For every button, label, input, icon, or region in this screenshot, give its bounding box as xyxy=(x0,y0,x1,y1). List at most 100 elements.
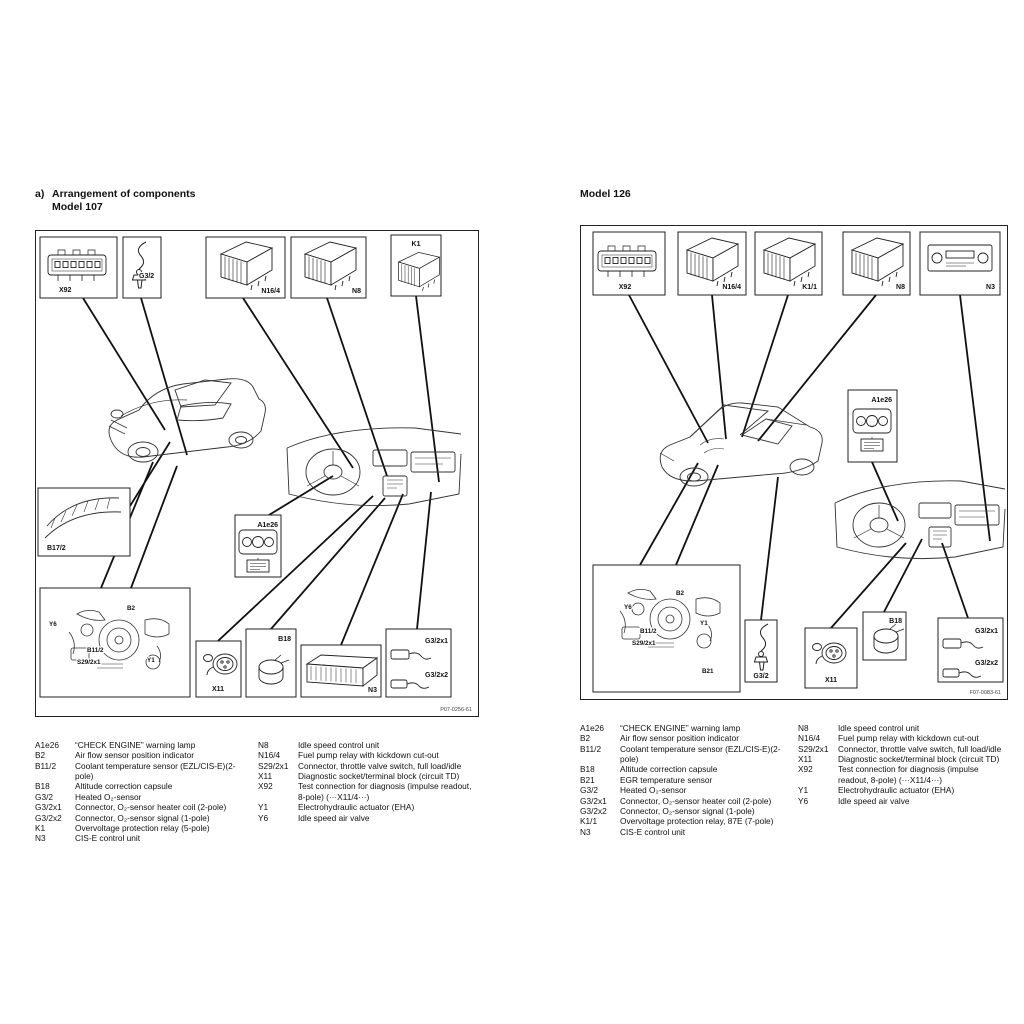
component-code: X11 xyxy=(258,771,273,782)
callout-g32x-107: G3/2x1 G3/2x2 xyxy=(385,628,452,698)
component-description: Idle speed control unit xyxy=(298,740,380,750)
callout-b18-126: B18 xyxy=(862,611,907,661)
label-y6: Y6 xyxy=(624,604,632,611)
component-code: X92 xyxy=(258,781,273,792)
component-description: Idle speed air valve xyxy=(298,812,370,823)
component-description: Connector, O₂-sensor signal (1-pole) xyxy=(620,805,755,816)
diagram-border-107 xyxy=(35,230,479,717)
component-code: K1/1 xyxy=(580,816,598,827)
component-description: Fuel pump relay with kickdown cut-out xyxy=(298,750,439,761)
component-code: G3/2 xyxy=(35,791,53,802)
model-107-section: a)Arrangement of components Model 107 xyxy=(35,188,480,844)
label-g32: G3/2 xyxy=(139,273,154,280)
callout-x92-107: X92 xyxy=(39,236,118,299)
component-description: Air flow sensor position indicator xyxy=(75,750,194,761)
car-illustration-126 xyxy=(659,402,823,487)
label-n3: N3 xyxy=(986,284,995,291)
model-title-107: Model 107 xyxy=(52,201,103,213)
section-heading: a)Arrangement of components Model 107 xyxy=(35,188,480,214)
label-n164: N16/4 xyxy=(722,284,741,291)
component-code: S29/2x1 xyxy=(258,760,289,771)
label-g32x1: G3/2x1 xyxy=(425,638,448,645)
callout-x11-107: X11 xyxy=(195,640,242,698)
component-code: G3/2x2 xyxy=(35,812,62,823)
label-b18: B18 xyxy=(889,618,902,625)
component-code: N3 xyxy=(580,826,591,837)
component-description: “CHECK ENGINE” warning lamp xyxy=(620,723,741,733)
component-description: Fuel pump relay with kickdown cut-out xyxy=(838,733,979,744)
label-b2: B2 xyxy=(676,590,685,597)
label-b2: B2 xyxy=(127,605,136,612)
component-code: N8 xyxy=(258,740,269,750)
g32x-connectors-illustration xyxy=(390,649,432,689)
legend-row: A1e26 “CHECK ENGINE” warning lamp xyxy=(580,723,790,733)
component-code: A1e26 xyxy=(580,723,604,733)
component-description: Coolant temperature sensor (EZL/CIS-E)(2… xyxy=(620,743,781,765)
component-description: Diagnostic socket/terminal block (circui… xyxy=(838,754,1000,765)
component-description: CIS-E control unit xyxy=(75,833,141,844)
label-x11: X11 xyxy=(825,677,837,684)
component-description: Connector, throttle valve switch, full l… xyxy=(838,743,1002,754)
component-code: B18 xyxy=(580,764,595,775)
callout-k11-126: K1/1 xyxy=(754,231,823,296)
callout-n164-126: N16/4 xyxy=(677,231,747,296)
g32x-connectors-illustration xyxy=(942,638,984,678)
component-description: Electrohydraulic actuator (EHA) xyxy=(838,785,955,796)
callout-n8-107: N8 xyxy=(290,236,367,299)
component-code: N3 xyxy=(35,833,46,844)
callout-a1e26-126: A1e26 xyxy=(847,389,898,463)
legend-row: A1e26 “CHECK ENGINE” warning lamp xyxy=(35,740,250,750)
label-s292x1: S29/2x1 xyxy=(632,640,656,647)
component-description: Idle speed air valve xyxy=(838,795,910,806)
label-n8: N8 xyxy=(896,284,905,291)
component-code: Y1 xyxy=(798,785,809,796)
legend-row: B21 EGR temperature sensor xyxy=(580,775,790,785)
label-g32x2: G3/2x2 xyxy=(425,672,448,679)
dashboard-illustration-107 xyxy=(286,427,462,507)
component-description: Idle speed control unit xyxy=(838,723,920,733)
label-a1e26: A1e26 xyxy=(871,397,892,404)
component-code: B18 xyxy=(35,781,50,792)
callout-g32x-126: G3/2x1 G3/2x2 xyxy=(937,617,1004,683)
component-code: B21 xyxy=(580,774,595,785)
component-code: B11/2 xyxy=(580,743,602,754)
component-code: K1 xyxy=(35,822,46,833)
callout-n3-107: N3 xyxy=(300,644,382,698)
component-code: S29/2x1 xyxy=(798,743,829,754)
legend-row: Y6 Idle speed air valve xyxy=(798,796,1010,806)
callout-g32-126: G3/2 xyxy=(744,619,778,683)
legend-row: N8 Idle speed control unit xyxy=(258,740,480,750)
component-code: A1e26 xyxy=(35,740,59,750)
model-107-diagram: X92 G3/2 N16/4 N8 K1 xyxy=(35,230,479,717)
callout-b172-107: B17/2 xyxy=(37,487,131,557)
component-description: “CHECK ENGINE” warning lamp xyxy=(75,740,196,750)
component-description: Test connection for diagnosis (impulse r… xyxy=(838,764,979,785)
section-letter: a) xyxy=(35,188,45,200)
label-s292x1: S29/2x1 xyxy=(77,659,101,666)
component-code: Y6 xyxy=(798,795,809,806)
model-126-section: Model 126 xyxy=(580,188,1010,837)
component-description: EGR temperature sensor xyxy=(620,774,713,785)
label-g32: G3/2 xyxy=(753,673,768,680)
diagram-border-126 xyxy=(580,225,1008,700)
callout-g32-107: G3/2 xyxy=(122,236,162,299)
car-illustration-107 xyxy=(108,378,266,463)
